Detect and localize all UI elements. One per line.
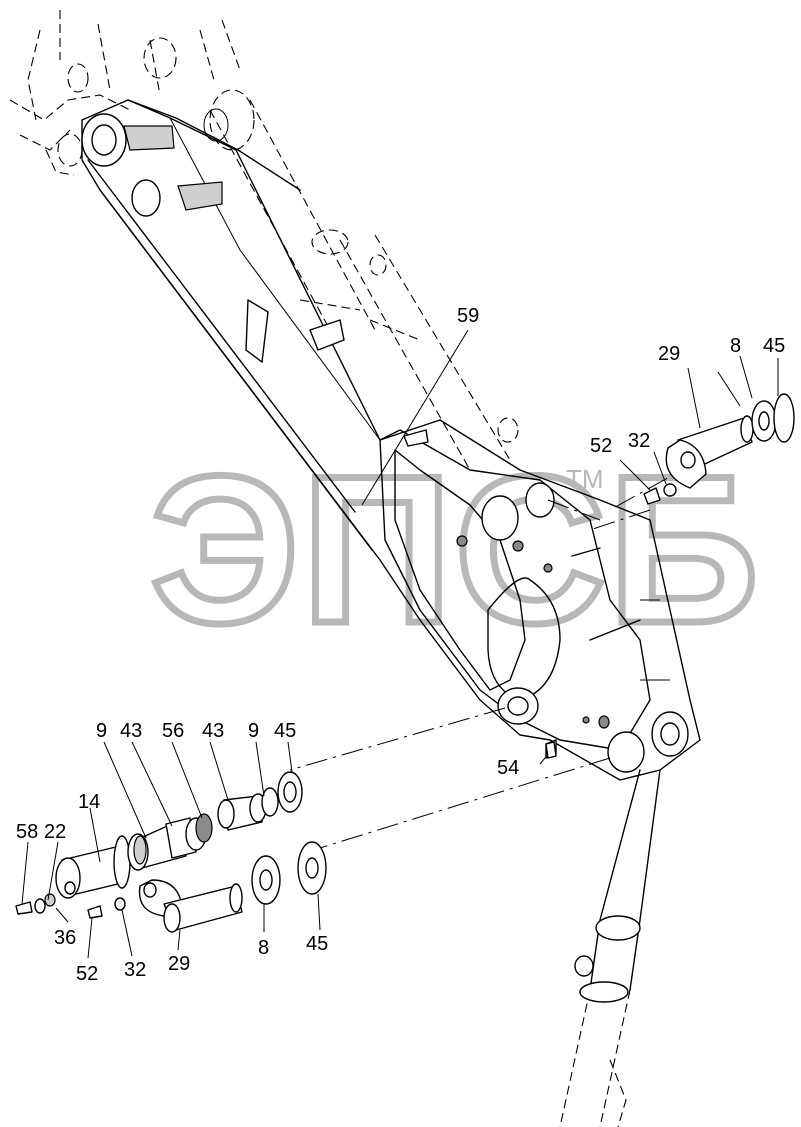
callout-36: 36 (54, 927, 76, 949)
callout-9-b: 9 (248, 720, 259, 742)
callout-14: 14 (78, 791, 100, 813)
callout-58: 58 (16, 821, 38, 843)
callout-22: 22 (44, 821, 66, 843)
callout-29-bottom: 29 (168, 953, 190, 975)
callout-32-top: 32 (628, 430, 650, 452)
callout-43-a: 43 (120, 720, 142, 742)
callout-45-mid: 45 (274, 720, 296, 742)
pin-group-bottom (87, 741, 557, 959)
callout-32-bottom: 32 (124, 959, 146, 981)
callout-8-top: 8 (730, 335, 741, 357)
callout-45-bottom: 45 (306, 933, 328, 955)
callout-52-top: 52 (590, 435, 612, 457)
callout-29-top: 29 (658, 343, 680, 365)
callout-59: 59 (457, 305, 479, 327)
phantom-upper-machine (9, 10, 519, 471)
callout-43-b: 43 (202, 720, 224, 742)
pin-group-top (619, 355, 795, 505)
phantom-arm (559, 769, 661, 1127)
pin-group-mid (15, 741, 303, 923)
callout-56: 56 (162, 720, 184, 742)
leader-59 (361, 329, 469, 506)
callout-54: 54 (497, 757, 519, 779)
callout-8-bottom: 8 (258, 937, 269, 959)
callout-labels: 59 29 8 45 52 32 54 9 43 56 43 9 45 14 5… (16, 305, 785, 985)
callout-45-top: 45 (763, 335, 785, 357)
center-lines (289, 417, 761, 849)
callout-52-bottom: 52 (76, 963, 98, 985)
callout-9-a: 9 (96, 720, 107, 742)
boom-59 (81, 99, 701, 781)
